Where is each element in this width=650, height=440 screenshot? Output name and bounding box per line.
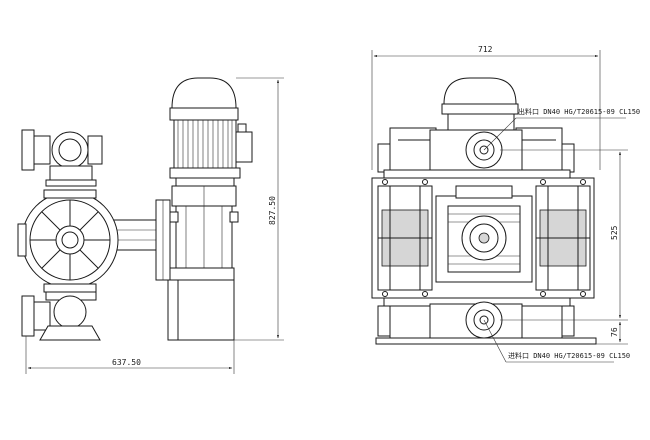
front-base-height-dimension: 76 xyxy=(596,321,628,345)
front-width-label: 712 xyxy=(478,45,493,54)
inlet-leader: 进料口 DN40 HG/T20615-09 CL150 xyxy=(483,319,630,363)
side-width-label: 637.50 xyxy=(112,358,141,367)
front-view: 712 525 76 出料口 DN40 HG/T20615-09 CL150 进… xyxy=(371,45,640,363)
side-height-dimension: 827.50 xyxy=(234,77,284,341)
outlet-leader: 出料口 DN40 HG/T20615-09 CL150 xyxy=(483,107,640,151)
front-base-height-label: 76 xyxy=(610,327,619,337)
side-pump-chamber xyxy=(17,189,119,293)
side-inlet-manifold xyxy=(21,291,101,341)
front-width-dimension: 712 xyxy=(371,45,601,170)
side-view: 827.50 637.50 xyxy=(17,77,284,374)
front-pump-body xyxy=(371,177,595,299)
side-width-dimension: 637.50 xyxy=(25,336,235,374)
front-center-height-dimension: 525 xyxy=(500,149,628,321)
front-inlet-manifold xyxy=(375,297,597,345)
front-motor xyxy=(441,77,519,131)
outlet-note: 出料口 DN40 HG/T20615-09 CL150 xyxy=(518,107,640,116)
side-drive-shaft xyxy=(109,199,171,281)
side-height-label: 827.50 xyxy=(268,196,277,225)
side-outlet-manifold xyxy=(21,129,103,187)
front-center-height-label: 525 xyxy=(610,225,619,240)
inlet-note: 进料口 DN40 HG/T20615-09 CL150 xyxy=(508,351,630,360)
side-gearbox xyxy=(167,185,239,341)
side-motor xyxy=(169,77,253,187)
front-outlet-manifold xyxy=(377,127,575,179)
